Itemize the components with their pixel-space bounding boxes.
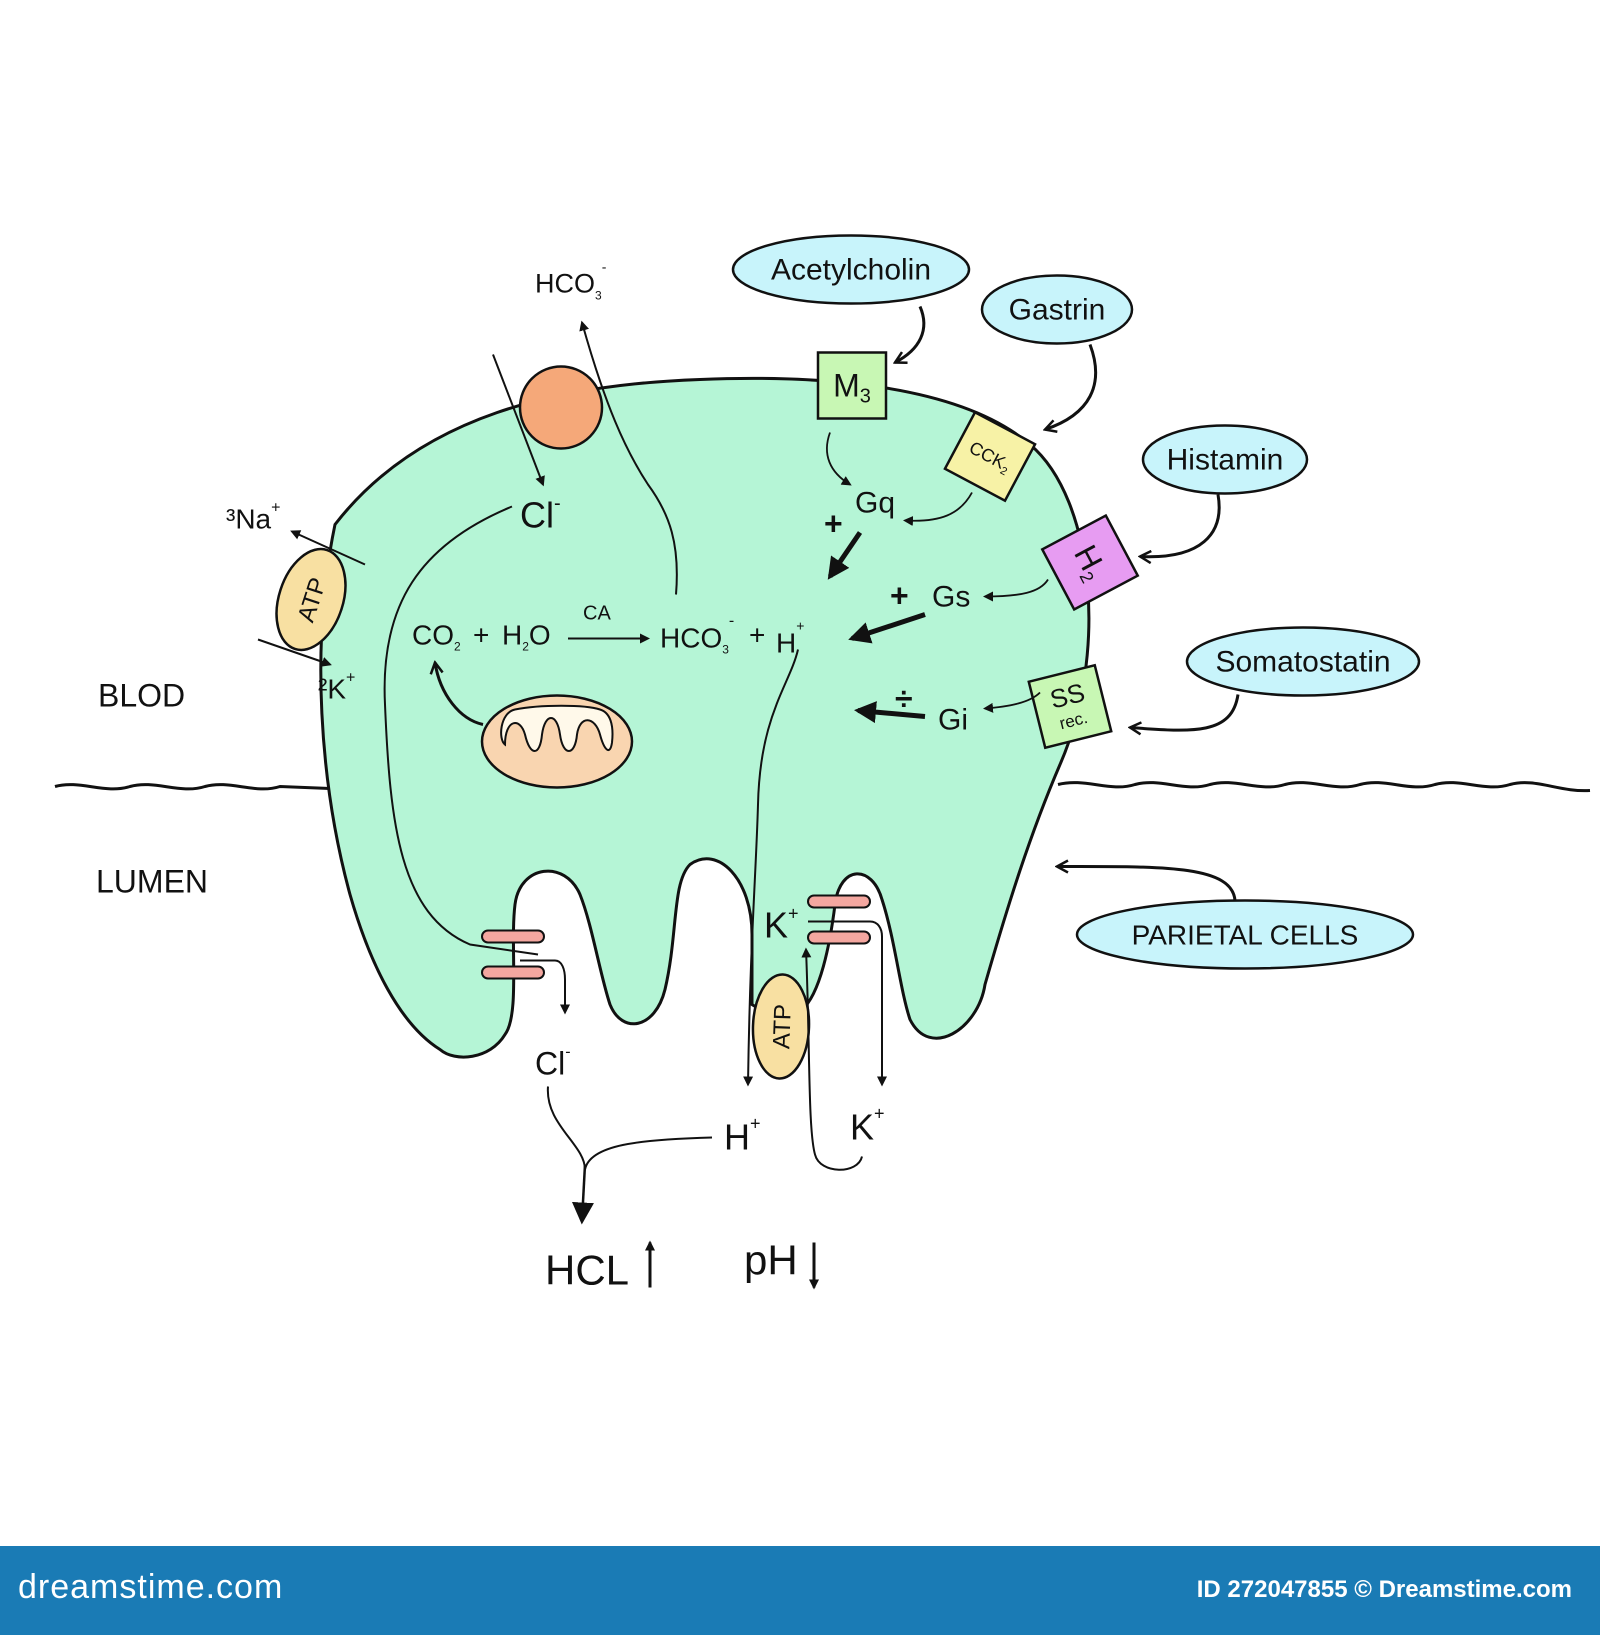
ca-enzyme-label: CA xyxy=(583,603,611,625)
cck2-receptor: CCK2 xyxy=(943,410,1037,503)
parietal-cells-label: PARIETAL CELLS xyxy=(1132,920,1359,951)
gastrin-bubble xyxy=(980,274,1134,345)
footer-brand[interactable]: dreamstime.com xyxy=(18,1568,284,1606)
histamine-label: Histamin xyxy=(1167,444,1284,477)
k-recycle-line xyxy=(801,947,863,1171)
k-influx-arrow xyxy=(257,638,332,667)
histamine-arrow xyxy=(1140,494,1221,557)
co2-label: CO2 xyxy=(412,620,461,654)
blood-label: BLOD xyxy=(98,678,185,714)
somatostatin-label: Somatostatin xyxy=(1215,646,1390,679)
reaction-plus-2: + xyxy=(749,620,765,651)
h-to-hcl-line xyxy=(584,1136,713,1170)
gi-label: Gi xyxy=(938,704,968,737)
hco3-out-label: HCO3- xyxy=(535,259,607,303)
acetylcholine-arrow xyxy=(895,305,926,363)
gi-effect-arrow xyxy=(854,701,926,724)
reaction-plus-1: + xyxy=(473,620,489,651)
somatostatin-receptor: SS rec. xyxy=(1027,663,1113,750)
hco3-product-label: HCO3- xyxy=(660,613,734,657)
k-intracellular-label: K+ xyxy=(764,904,799,946)
cl-lumen-label: Cl- xyxy=(535,1044,571,1082)
na-efflux-arrow xyxy=(290,530,366,566)
gq-plus: + xyxy=(824,506,843,542)
ss-to-gi-arrow xyxy=(983,691,1041,713)
cl-hco3-exchanger xyxy=(518,365,604,450)
k-blood-label: ²K+ xyxy=(318,670,355,705)
hcl-arrow xyxy=(571,1164,594,1225)
somatostatin-bubble xyxy=(1185,626,1421,697)
cl-to-lumen-arrow xyxy=(520,959,570,1015)
h2-receptor: H2 xyxy=(1040,513,1140,612)
mitochondrion-to-co2-arrow xyxy=(435,663,484,726)
m3-receptor xyxy=(816,351,888,420)
gastrin-arrow xyxy=(1045,343,1098,430)
gq-effect-arrow xyxy=(827,531,863,580)
hco3-efflux-line xyxy=(579,320,678,595)
gs-effect-arrow xyxy=(848,612,926,644)
na-label: ³Na+ xyxy=(226,500,280,535)
acetylcholine-label: Acetylcholin xyxy=(771,254,931,287)
cl-intracellular-label: Cl- xyxy=(520,493,561,536)
h-k-atpase: ATP xyxy=(751,973,811,1080)
gi-divide: ÷ xyxy=(895,681,913,717)
cl-pathway-line xyxy=(383,505,539,956)
basolateral-membrane-line-right xyxy=(1057,781,1591,793)
mitochondrion xyxy=(480,694,634,789)
somatostatin-arrow xyxy=(1130,694,1240,731)
hcl-label: HCL xyxy=(545,1247,629,1294)
h2-to-gs-arrow xyxy=(983,578,1049,602)
gq-label: Gq xyxy=(855,487,895,520)
k-efflux-arrow xyxy=(808,920,887,1087)
k-channel-bottom xyxy=(807,930,871,945)
footer-bar: dreamstime.com ID 272047855 © Dreamstime… xyxy=(0,1546,1600,1635)
h-lumen-label: H+ xyxy=(724,1114,761,1158)
gs-plus: + xyxy=(890,578,909,614)
cl-channel-top xyxy=(481,929,545,944)
basolateral-membrane-line-left xyxy=(54,783,331,791)
ph-label: pH xyxy=(744,1237,798,1284)
cl-channel-bottom xyxy=(481,965,545,980)
k-channel-top xyxy=(807,894,871,909)
gastrin-label: Gastrin xyxy=(1009,294,1106,327)
gs-label: Gs xyxy=(932,581,970,614)
m3-to-gq-arrow xyxy=(826,432,852,486)
parietal-cells-bubble xyxy=(1075,899,1415,970)
footer-id: ID 272047855 © Dreamstime.com xyxy=(1196,1576,1572,1603)
histamine-bubble xyxy=(1141,424,1309,495)
h-product-label: H+ xyxy=(776,618,804,659)
m3-receptor-label: M3 xyxy=(833,368,871,408)
k-lumen-label: K+ xyxy=(850,1104,885,1148)
h2o-label: H2O xyxy=(502,620,551,654)
na-k-atpase: ATP xyxy=(275,547,347,652)
cl-influx-arrow xyxy=(492,354,545,487)
cl-to-hcl-line xyxy=(546,1086,586,1170)
cck2-to-gq-arrow xyxy=(903,492,973,526)
parietal-cells-arrow xyxy=(1057,866,1237,901)
acetylcholine-bubble xyxy=(731,234,971,305)
h-pathway-line xyxy=(743,649,799,1087)
h-k-atpase-label: ATP xyxy=(768,1004,797,1050)
lumen-label: LUMEN xyxy=(96,864,208,900)
